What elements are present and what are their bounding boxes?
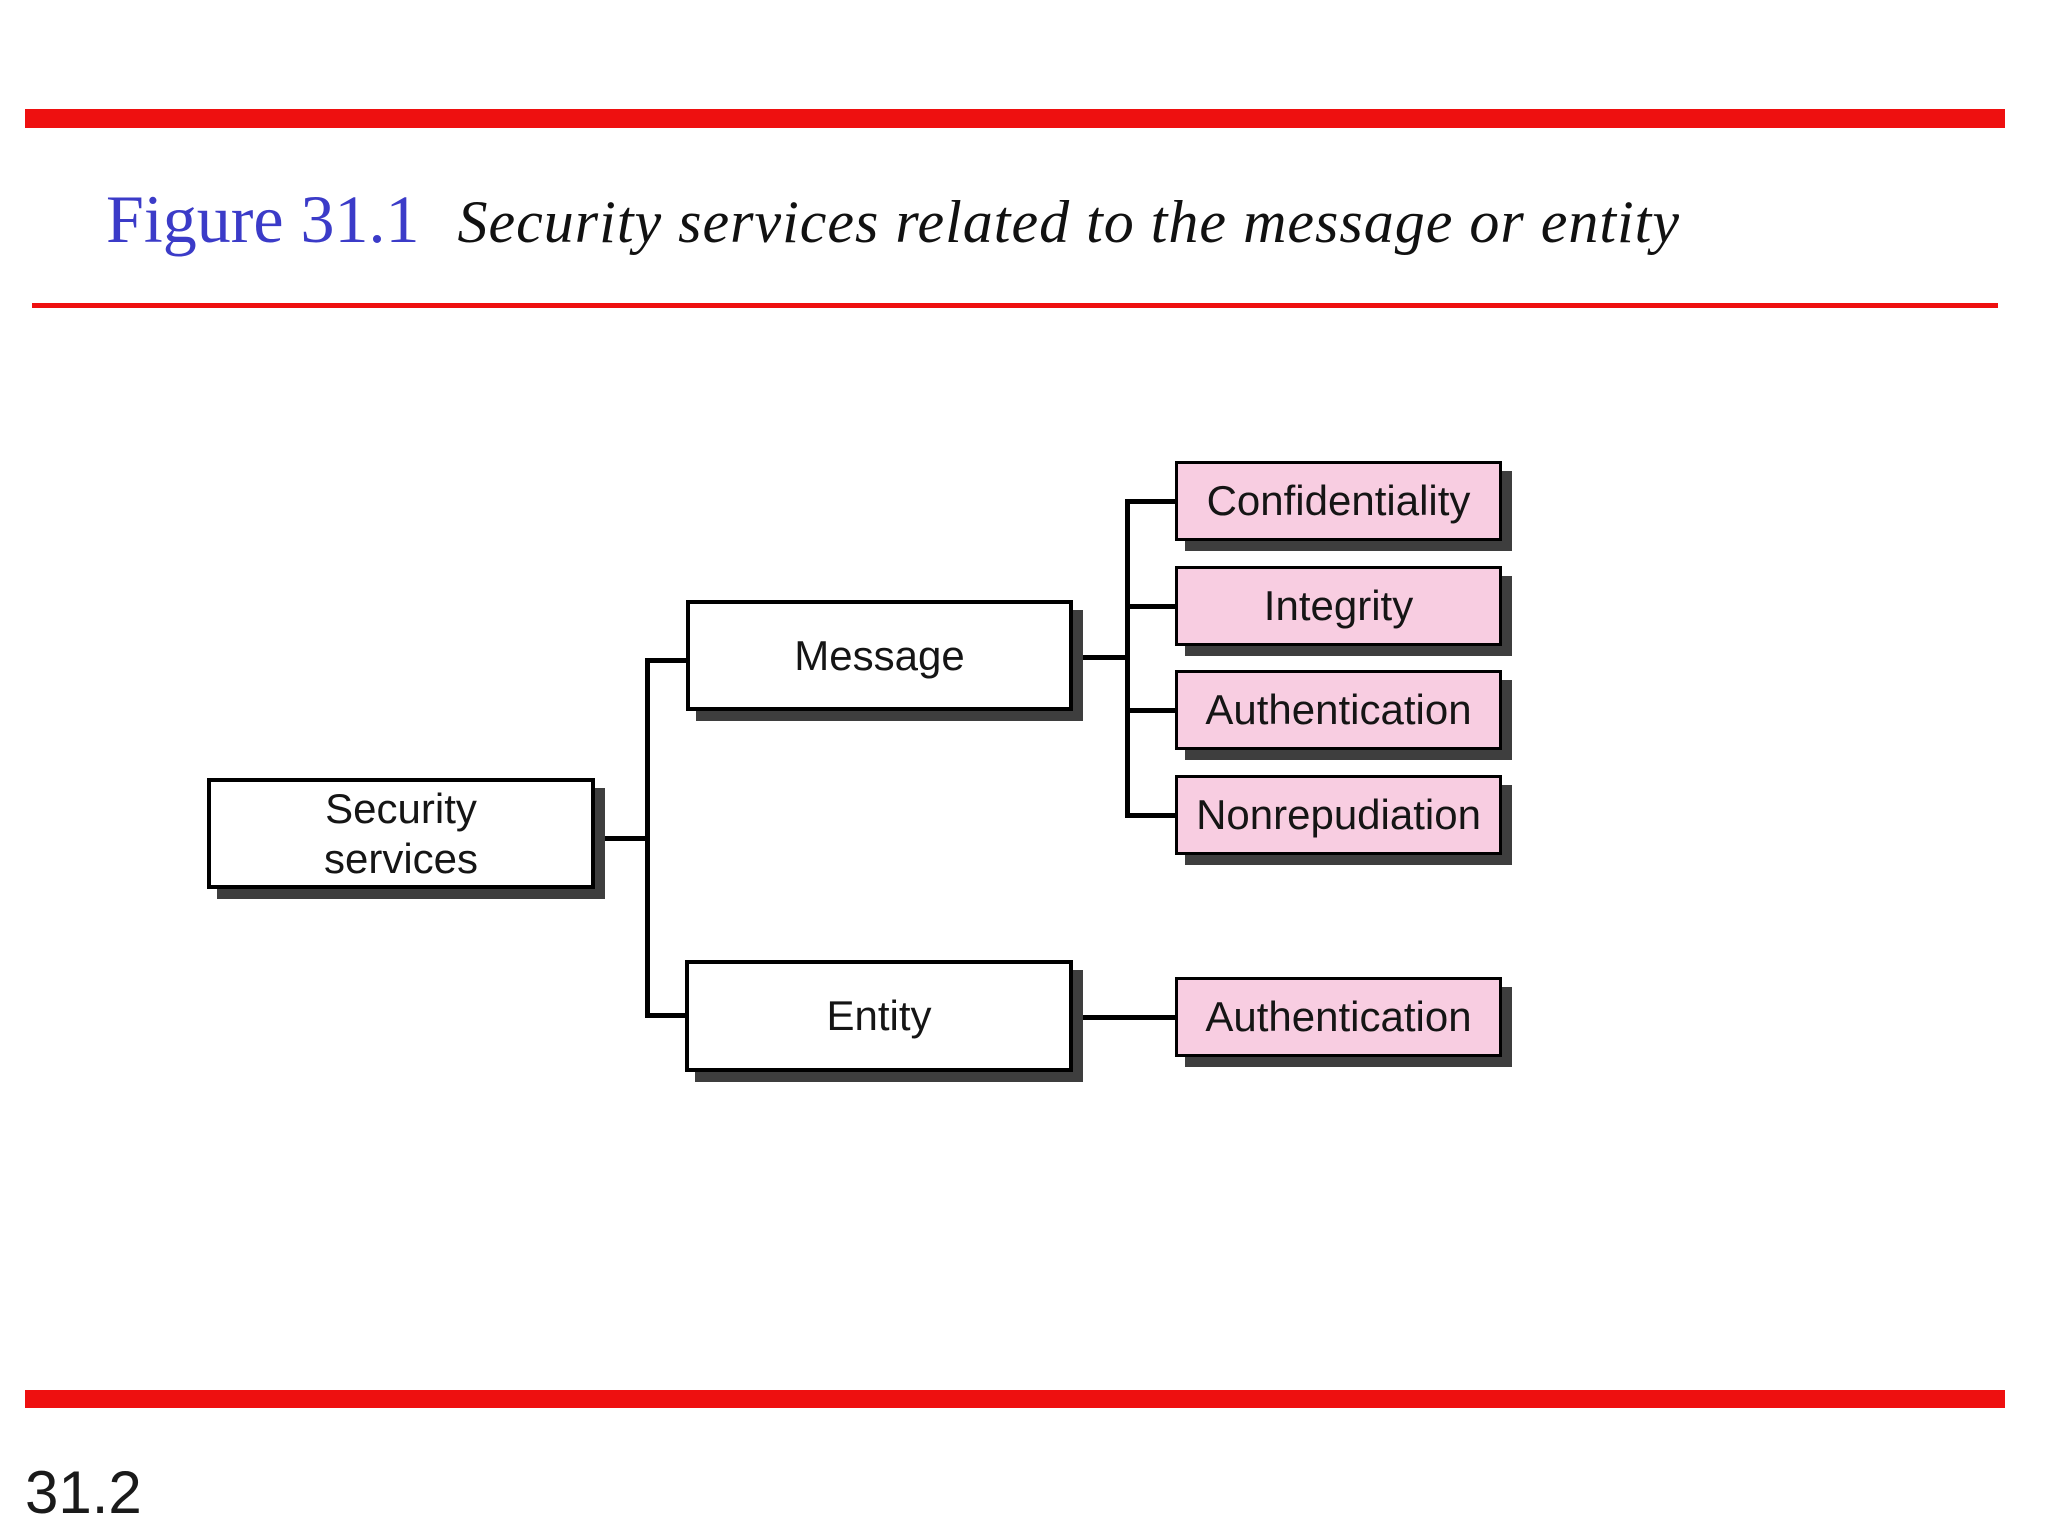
node-message: Message <box>686 600 1073 711</box>
connector-trunk-to-nonrepudiation <box>1125 813 1179 818</box>
node-message-authentication: Authentication <box>1175 670 1502 750</box>
connector-message-to-right-trunk <box>1069 655 1129 660</box>
node-security-services: Security services <box>207 778 595 889</box>
node-label-line: Security <box>325 784 477 832</box>
connector-right-trunk <box>1125 499 1130 818</box>
connector-root-to-left-trunk <box>595 836 649 841</box>
node-entity-authentication: Authentication <box>1175 977 1502 1057</box>
connector-trunk-to-integrity <box>1125 604 1179 609</box>
node-nonrepudiation: Nonrepudiation <box>1175 775 1502 855</box>
bottom-red-bar <box>25 1390 2005 1408</box>
connector-trunk-to-authentication <box>1125 708 1179 713</box>
connector-trunk-to-confidentiality <box>1125 499 1179 504</box>
node-integrity: Integrity <box>1175 566 1502 646</box>
node-confidentiality: Confidentiality <box>1175 461 1502 541</box>
connector-trunk-to-message <box>645 658 690 663</box>
top-red-bar <box>25 109 2005 128</box>
node-entity: Entity <box>685 960 1073 1072</box>
title-underline-rule <box>32 303 1998 308</box>
figure-caption: Security services related to the message… <box>457 189 1680 255</box>
figure-number-label: Figure 31.1 <box>106 181 420 257</box>
figure-title: Figure 31.1 Security services related to… <box>106 182 1680 257</box>
page-number: 31.2 <box>25 1459 142 1526</box>
node-label-line: services <box>323 834 479 882</box>
connector-left-trunk <box>645 658 650 1018</box>
connector-entity-to-authentication <box>1069 1015 1179 1020</box>
connector-trunk-to-entity <box>645 1013 689 1018</box>
